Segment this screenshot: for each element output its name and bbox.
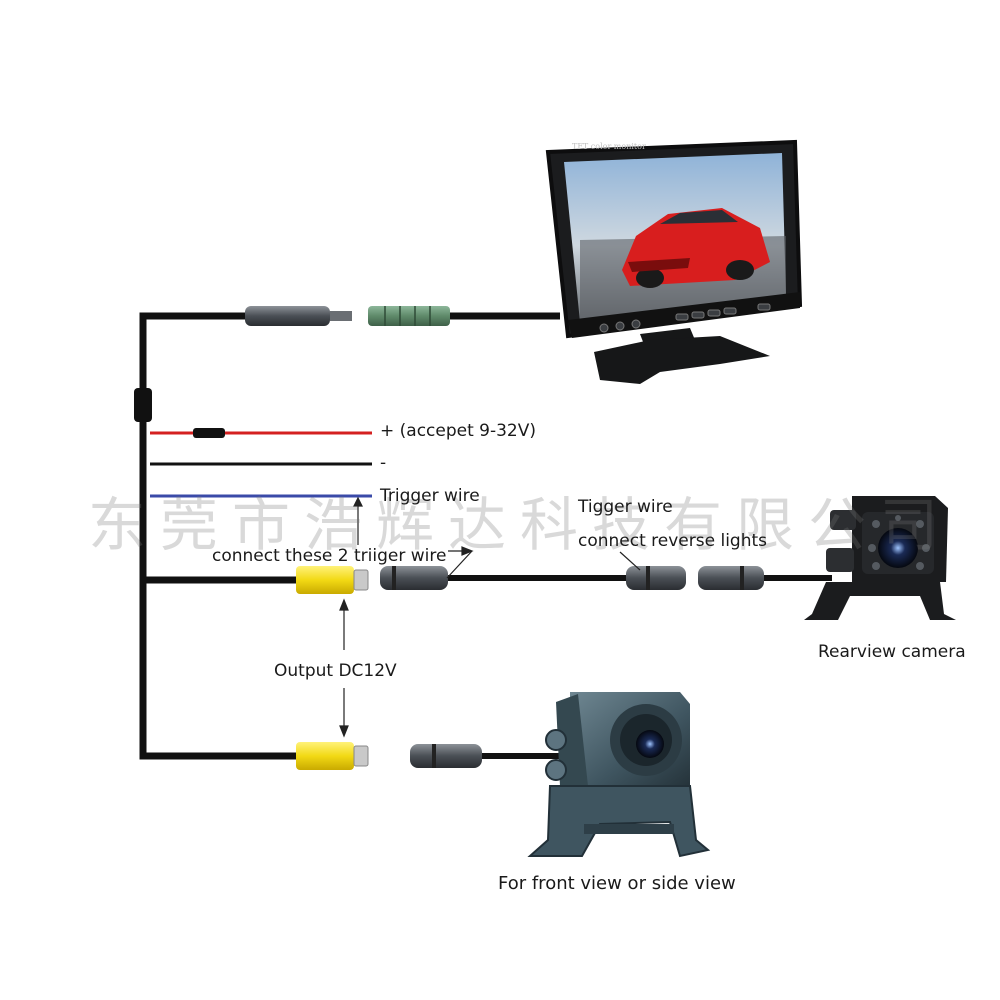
label-plus-voltage: + (accepet 9-32V): [380, 421, 537, 441]
label-output-dc12v: Output DC12V: [274, 661, 397, 681]
label-minus: -: [380, 453, 387, 473]
monitor: [545, 139, 803, 384]
fuse: [193, 428, 225, 438]
label-rearview-camera: Rearview camera: [818, 642, 966, 662]
front-camera: [527, 692, 711, 858]
aviation-connector-2: [626, 566, 686, 590]
label-front-side-view: For front view or side view: [498, 873, 736, 894]
ir-leds: [868, 515, 930, 570]
rca-connector-bottom: [296, 742, 369, 770]
sports-car-image: [622, 208, 770, 288]
label-connect-reverse-lights: connect reverse lights: [578, 531, 768, 551]
label-connect-trigger-wires: connect these 2 triiger wire: [212, 546, 447, 566]
monitor-stand: [594, 328, 770, 384]
annotation-arrows: [339, 496, 641, 738]
aviation-connector-1: [380, 566, 448, 590]
aviation-connector-4: [410, 744, 482, 768]
main-cable: [139, 312, 300, 760]
cable-junction: [134, 388, 152, 422]
label-tigger-wire: Tigger wire: [578, 497, 673, 517]
monitor-connector: [245, 306, 450, 326]
aviation-connector-3: [698, 566, 764, 590]
rca-connector-top: [296, 566, 369, 594]
label-trigger-wire: Trigger wire: [380, 486, 480, 506]
rearview-camera: [804, 496, 956, 620]
monitor-brand-text: TFT color monitor: [572, 142, 646, 151]
monitor-buttons: [599, 303, 771, 333]
